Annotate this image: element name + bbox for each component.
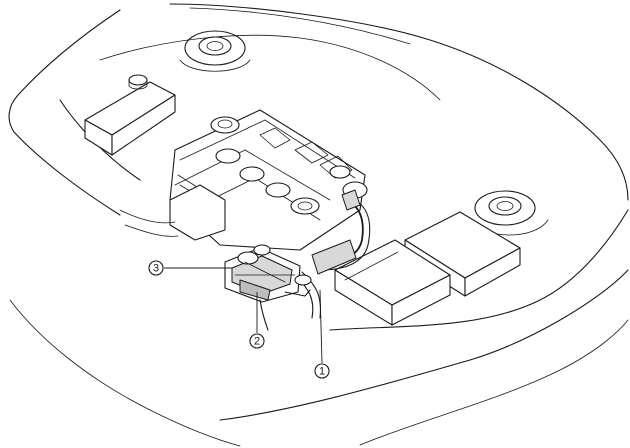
component-assembly <box>224 244 312 331</box>
callout-1: 1 <box>314 363 330 379</box>
air-cleaner <box>334 239 451 326</box>
callout-3: 3 <box>148 260 164 276</box>
strut-tower-left <box>179 30 251 72</box>
callout-2: 2 <box>249 333 265 349</box>
callout-1-label: 1 <box>319 366 325 378</box>
engine-block <box>119 109 368 251</box>
hose-routing <box>294 189 371 319</box>
leader-1 <box>319 289 323 364</box>
leader-lines <box>164 267 323 364</box>
callout-3-label: 3 <box>153 263 159 275</box>
strut-tower-right <box>469 190 549 236</box>
callout-2-label: 2 <box>254 336 260 348</box>
coolant-reservoir <box>84 74 176 156</box>
